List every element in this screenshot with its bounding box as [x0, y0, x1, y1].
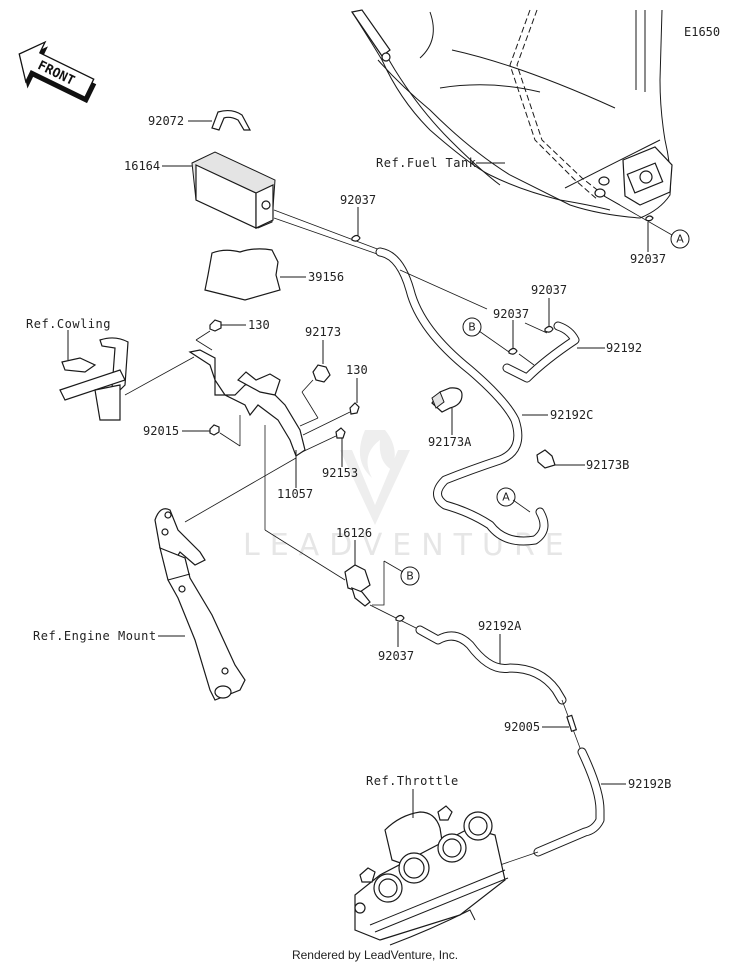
part-92005[interactable]: 92005	[504, 714, 578, 734]
engine-mount: Ref.Engine Mount	[33, 508, 246, 701]
part-number: 16164	[124, 159, 160, 173]
band-icon	[211, 109, 251, 131]
part-92015[interactable]: 92015	[143, 424, 220, 438]
callout-label: A	[502, 491, 510, 504]
part-number: 92037	[531, 283, 567, 297]
ref-throttle-label: Ref.Throttle	[366, 774, 459, 788]
callout-circle	[496, 487, 516, 507]
callout-a-tank: A	[670, 229, 690, 249]
part-number: 39156	[308, 270, 344, 284]
part-number: 16126	[336, 526, 372, 540]
front-arrow-icon	[18, 40, 95, 99]
valve-icon	[344, 564, 371, 593]
ref-engine-mount-label: Ref.Engine Mount	[33, 629, 157, 643]
part-92192[interactable]: 92192	[502, 321, 642, 383]
clamp-icon	[508, 347, 518, 355]
part-92192B[interactable]: 92192B	[533, 747, 671, 857]
part-number: 92037	[378, 649, 414, 663]
callout-circle	[462, 317, 482, 337]
cowling-bracket: Ref.Cowling	[26, 317, 129, 421]
part-16164[interactable]: 16164	[124, 151, 276, 229]
part-92173A[interactable]: 92173A	[428, 387, 472, 449]
bracket-icon	[188, 349, 306, 457]
part-92037-lower[interactable]: 92037	[493, 307, 529, 355]
part-number: 92037	[493, 307, 529, 321]
part-number: 92173B	[586, 458, 629, 472]
part-92153[interactable]: 92153	[322, 427, 358, 480]
callout-label: B	[468, 321, 476, 334]
part-number: 92173A	[428, 435, 472, 449]
callout-circle	[670, 229, 690, 249]
part-number: 92192A	[478, 619, 522, 633]
callout-a-hose: A	[496, 487, 531, 513]
part-number: 92192	[606, 341, 642, 355]
part-number: 92192B	[628, 777, 671, 791]
callout-circle	[400, 566, 420, 586]
part-16126[interactable]: 16126	[336, 526, 372, 607]
watermark-v-icon	[340, 450, 410, 525]
diagram-code: E1650	[684, 25, 720, 39]
fuel-tank: Ref.Fuel Tank	[350, 9, 673, 219]
clamp-icon	[544, 325, 554, 333]
part-92037-bottom[interactable]: 92037	[378, 614, 414, 664]
part-92037-canister[interactable]: 92037	[340, 193, 376, 242]
bolt-icon	[349, 402, 360, 415]
watermark-flame-icon	[359, 430, 395, 478]
part-92072[interactable]: 92072	[148, 109, 251, 131]
part-130-top[interactable]: 130	[195, 318, 270, 351]
watermark-text: LEADVENTURE	[243, 528, 574, 563]
part-92173B[interactable]: 92173B	[536, 449, 629, 472]
callout-b-upper: B	[462, 317, 535, 366]
clamp-icon	[395, 614, 405, 622]
bolt-icon	[335, 427, 346, 439]
part-number: 92015	[143, 424, 179, 438]
part-number: 92153	[322, 466, 358, 480]
part-number: 92005	[504, 720, 540, 734]
part-92192A[interactable]: 92192A	[415, 619, 567, 705]
callout-b-lower: B	[372, 560, 420, 606]
part-92037-upper[interactable]: 92037	[531, 283, 567, 333]
callout-label: A	[676, 233, 684, 246]
part-number: 11057	[277, 487, 313, 501]
part-92173[interactable]: 92173	[305, 325, 341, 383]
part-92192C[interactable]: 92192C	[375, 247, 593, 546]
part-number: 92037	[340, 193, 376, 207]
part-number: 92192C	[550, 408, 593, 422]
part-number: 130	[346, 363, 368, 377]
pad-icon	[204, 248, 281, 301]
ref-cowling-label: Ref.Cowling	[26, 317, 111, 331]
part-number: 92072	[148, 114, 184, 128]
part-number: 92173	[305, 325, 341, 339]
part-number: 92037	[630, 252, 666, 266]
callout-label: B	[406, 570, 414, 583]
clamp-icon	[536, 449, 556, 469]
footer-credit: Rendered by LeadVenture, Inc.	[291, 948, 459, 962]
part-number: 130	[248, 318, 270, 332]
front-arrow: FRONT	[18, 40, 97, 104]
clamp-icon	[351, 234, 361, 242]
clamp-icon	[645, 215, 654, 222]
part-11057[interactable]: 11057	[188, 349, 313, 501]
bolt-icon	[209, 319, 222, 332]
fitting-icon	[566, 714, 578, 732]
part-92037-tank[interactable]: 92037	[603, 195, 673, 266]
nut-icon	[209, 424, 220, 436]
part-39156[interactable]: 39156	[204, 248, 344, 301]
watermark: LEADVENTURE	[243, 430, 574, 563]
ref-fuel-tank-label: Ref.Fuel Tank	[376, 156, 477, 170]
throttle-body: Ref.Throttle	[354, 774, 509, 946]
part-130-right[interactable]: 130	[346, 363, 368, 415]
clamp-icon	[312, 364, 331, 383]
